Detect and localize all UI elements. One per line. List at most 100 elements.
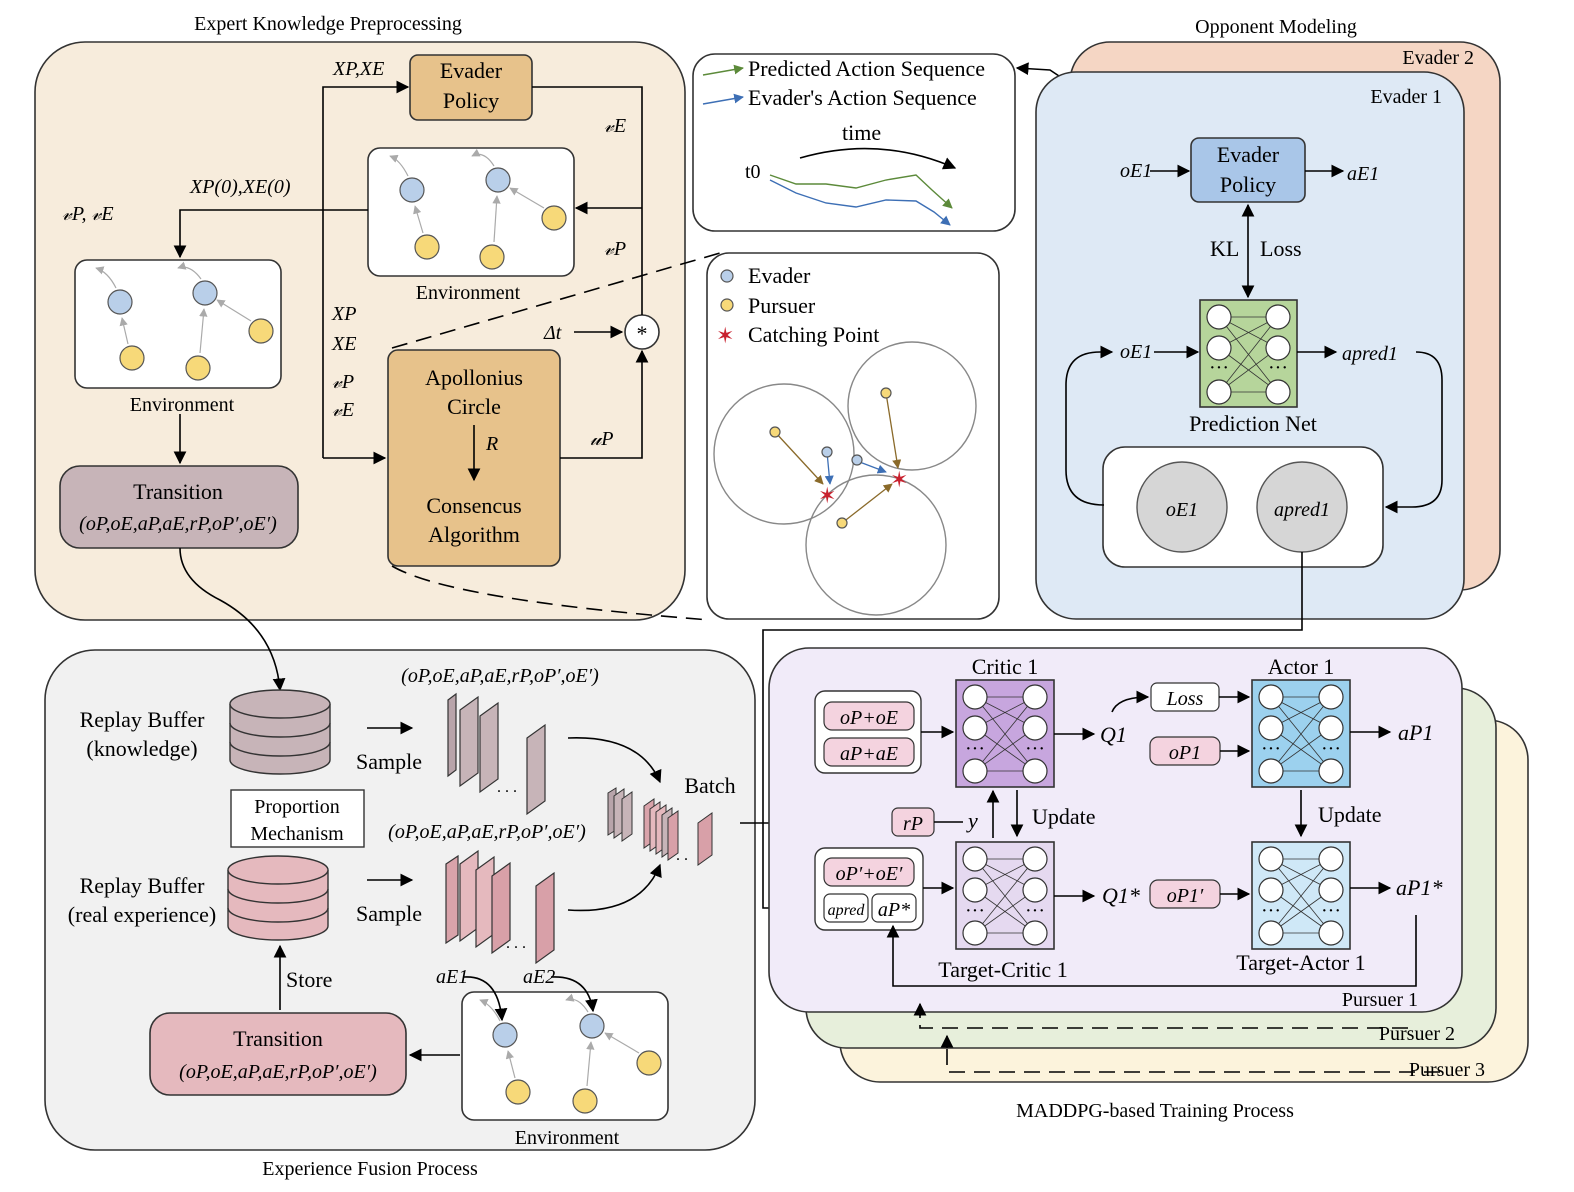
pursuer-node: [185, 355, 211, 381]
pursuer-node: [479, 244, 505, 270]
zoom-line-bottom: [391, 565, 711, 621]
multiply-symbol: *: [637, 321, 648, 346]
pursuer2-label: Pursuer 2: [1379, 1023, 1455, 1045]
knowledge-database-icon: [229, 689, 331, 775]
batch-samples: . .: [607, 787, 713, 866]
catching-point-star: ✶: [818, 483, 836, 508]
evader-node: [399, 177, 425, 203]
evader-node: [579, 1013, 605, 1039]
expert-transition-title: Transition: [133, 479, 223, 504]
proportion-box: [230, 789, 365, 848]
xp-label: XP: [331, 303, 356, 325]
ap1-star-label: aP1*: [1396, 875, 1442, 900]
catching-legend-star: ✶: [716, 323, 734, 348]
pursuer1-label: Pursuer 1: [1342, 989, 1418, 1011]
opponent-policy-line1: Evader: [1217, 142, 1280, 167]
pursuer3-label: Pursuer 3: [1409, 1059, 1485, 1081]
prediction-net-graph: ··· ···: [1206, 304, 1291, 405]
critic1-net: ··· ···: [962, 684, 1048, 784]
proportion-line1: Proportion: [254, 796, 340, 818]
buffer-apred1-label: apred1: [1274, 499, 1330, 521]
real-database-icon: [227, 855, 329, 941]
sequence-legend-panel: Predicted Action Sequence Evader's Actio…: [692, 53, 1016, 232]
evader-dot: [821, 446, 833, 458]
ap-ae-box: [823, 737, 915, 767]
vp2-label: 𝓋P: [332, 371, 354, 393]
svg-text:···: ···: [1025, 738, 1045, 760]
pursuer-node: [636, 1050, 662, 1076]
evader-node: [485, 167, 511, 193]
real-samples: . . .: [445, 849, 555, 965]
fusion-transition-box: [149, 1012, 407, 1096]
ap1-label: aP1: [1398, 720, 1433, 745]
target-critic-net: ··· ···: [962, 846, 1048, 946]
expert-transition-formula: (oP,oE,aP,aE,rP,oP′,oE′): [79, 513, 277, 535]
evader-sequence-line: [769, 179, 951, 226]
svg-text:···: ···: [1321, 900, 1341, 922]
fusion-transition-title: Transition: [233, 1026, 323, 1051]
catching-legend-label: Catching Point: [748, 322, 879, 347]
maddpg-panel-title: MADDPG-based Training Process: [1016, 1100, 1294, 1122]
svg-text:. . .: . . .: [497, 779, 517, 796]
rb-real-line1: Replay Buffer: [80, 873, 206, 898]
kl-label: KL: [1210, 236, 1239, 261]
apred-label: apred: [828, 902, 866, 919]
apred-box: [823, 893, 869, 923]
svg-text:. .: . .: [676, 847, 688, 864]
buffer-oe1-circle: [1136, 461, 1228, 553]
pursuer-node: [119, 345, 145, 371]
loss-label: Loss: [1166, 688, 1204, 710]
update-label-1: Update: [1032, 804, 1096, 829]
apred1-label: apred1: [1342, 343, 1398, 365]
evader-sequence-label: Evader's Action Sequence: [748, 85, 977, 110]
op1-label: oP1: [1169, 742, 1201, 764]
svg-text:···: ···: [1321, 738, 1341, 760]
svg-text:···: ···: [1261, 738, 1281, 760]
pursuer-node: [248, 318, 274, 344]
pursuer-dot: [769, 426, 781, 438]
sequence-legend-box: [692, 53, 1016, 232]
expert-env1-nodes: [389, 148, 567, 270]
xp-xe-label: XP,XE: [332, 58, 384, 80]
svg-text:···: ···: [1025, 900, 1045, 922]
pursuer-legend-label: Pursuer: [748, 293, 816, 318]
knowledge-samples: . . .: [447, 692, 546, 816]
actor1-net: ··· ···: [1258, 684, 1344, 784]
rb-knowledge-line1: Replay Buffer: [80, 707, 206, 732]
ae1-label: aE1: [1347, 163, 1379, 185]
op-oe-prime-box: [823, 857, 915, 887]
svg-text:···: ···: [1268, 357, 1288, 379]
buffer-oe1-label: oE1: [1166, 499, 1198, 521]
expert-evader-policy-line2: Policy: [443, 88, 499, 113]
zoom-line-top: [391, 252, 721, 349]
opponent-evader-policy-box: [1190, 137, 1306, 203]
svg-text:···: ···: [1261, 900, 1281, 922]
expert-env2-nodes: [95, 261, 274, 381]
apollonius-circle: [805, 474, 947, 616]
fusion-transition-formula: (oP,oE,aP,aE,rP,oP′,oE′): [179, 1061, 377, 1083]
expert-environment-box-2: [74, 259, 282, 389]
pursuer-node: [572, 1088, 598, 1114]
svg-text:. . .: . . .: [506, 935, 526, 952]
pursuer-dot: [880, 387, 892, 399]
xp0-xe0-label: XP(0),XE(0): [189, 176, 291, 198]
ve2-label: 𝓋E: [332, 399, 354, 421]
consensus-line1: Consencus: [426, 493, 521, 518]
tuple-label-2: (oP,oE,aP,aE,rP,oP′,oE′): [388, 821, 586, 843]
svg-text:···: ···: [965, 900, 985, 922]
evader-dot: [851, 454, 863, 466]
evader-node: [492, 1022, 518, 1048]
fusion-ae1-label: aE1: [436, 966, 468, 988]
oe1-pred-input: oE1: [1120, 341, 1152, 363]
consensus-line2: Algorithm: [428, 522, 520, 547]
expert-knowledge-panel: Expert Knowledge Preprocessing Evader Po…: [34, 13, 686, 621]
vp-label: 𝓋P: [604, 238, 626, 260]
opponent-policy-line2: Policy: [1220, 172, 1276, 197]
expert-evader-policy-line1: Evader: [440, 58, 503, 83]
opponent-modeling-panel: Opponent Modeling Evader 2 Evader 1 Evad…: [762, 16, 1501, 915]
fusion-ae2-label: aE2: [523, 966, 555, 988]
apollonius-circle: [713, 383, 855, 525]
pursuer-node: [541, 205, 567, 231]
op-oe-label: oP+oE: [840, 707, 898, 729]
